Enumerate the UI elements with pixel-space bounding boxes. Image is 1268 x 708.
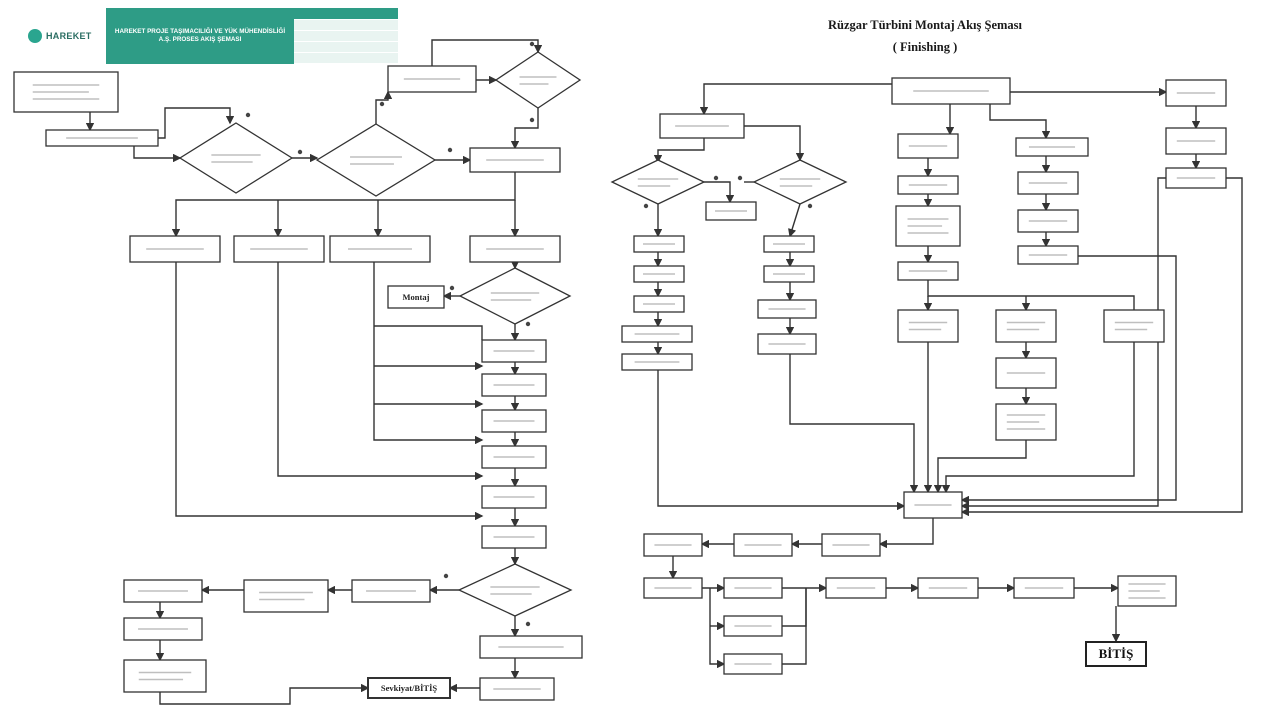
decision (457, 563, 573, 617)
connector (878, 518, 934, 549)
branch-marker (447, 147, 453, 153)
connector (782, 588, 807, 665)
meta-row (294, 19, 398, 31)
branch-marker (643, 203, 649, 209)
merge-box (903, 491, 963, 519)
connector (927, 280, 1135, 310)
connector (431, 39, 543, 66)
branch-marker (529, 41, 535, 47)
flow-connectors (85, 39, 1243, 705)
connector (133, 146, 182, 163)
decision (610, 159, 706, 205)
connector (704, 181, 735, 204)
header-band: HAREKET HAREKET PROJE TAŞIMACILIĞI VE YÜ… (18, 8, 398, 64)
connector (373, 262, 484, 445)
connector (989, 104, 1051, 140)
branch-marker (443, 573, 449, 579)
connector (960, 177, 1243, 517)
decision (752, 159, 848, 205)
connector (699, 83, 892, 116)
decision (315, 123, 437, 197)
branch-marker (529, 117, 535, 123)
step-box (123, 659, 207, 693)
decision (458, 267, 572, 325)
bold-step (367, 677, 451, 699)
connector (510, 108, 539, 150)
right-title-line-1: Rüzgar Türbini Montaj Akış Şeması (827, 18, 1022, 32)
connector (933, 440, 1027, 494)
branch-marker (713, 175, 719, 181)
connector (941, 342, 1135, 494)
connector (789, 354, 919, 494)
connector (709, 588, 726, 669)
decision-markers (245, 41, 813, 627)
bold-step-label: Sevkiyat/BİTİŞ (381, 683, 437, 693)
connector (159, 683, 370, 705)
decision (494, 51, 582, 109)
right-diagram-title: Rüzgar Türbini Montaj Akış Şeması ( Fini… (760, 14, 1090, 58)
right-title-line-2: ( Finishing ) (892, 40, 958, 54)
branch-marker (525, 321, 531, 327)
connector (375, 90, 393, 124)
connector (657, 370, 906, 511)
branch-marker (379, 101, 385, 107)
header-title-box: HAREKET PROJE TAŞIMACILIĞI VE YÜK MÜHEND… (106, 8, 294, 64)
meta-row (294, 8, 398, 20)
connector (744, 125, 805, 162)
branch-marker (525, 621, 531, 627)
branch-marker (737, 175, 743, 181)
step-box (995, 403, 1057, 441)
branch-marker (449, 285, 455, 291)
connector (171, 172, 516, 238)
meta-row (294, 52, 398, 64)
connector (277, 262, 484, 481)
step-box (243, 579, 329, 613)
step-box (897, 309, 959, 343)
header-meta-table (294, 8, 398, 64)
connector (653, 138, 705, 164)
step-box (995, 309, 1057, 343)
connector (960, 255, 1177, 505)
step-box (329, 235, 431, 263)
meta-row (294, 30, 398, 42)
connector (788, 203, 801, 238)
connector (782, 588, 807, 627)
decision (178, 122, 294, 194)
branch-marker (807, 203, 813, 209)
logo-icon (28, 29, 42, 43)
branch-marker (245, 112, 251, 118)
montaj-box (387, 285, 445, 309)
connector (175, 262, 484, 521)
montaj-box-label: Montaj (403, 292, 430, 302)
meta-row (294, 41, 398, 53)
connector (158, 107, 235, 139)
header-title: HAREKET PROJE TAŞIMACILIĞI VE YÜK MÜHEND… (114, 28, 286, 43)
connector (374, 325, 483, 340)
branch-marker (297, 149, 303, 155)
company-logo: HAREKET (18, 8, 106, 64)
logo-text: HAREKET (46, 31, 92, 41)
step-box (1103, 309, 1165, 343)
end-node-bitis: BİTİŞ (1085, 641, 1147, 667)
